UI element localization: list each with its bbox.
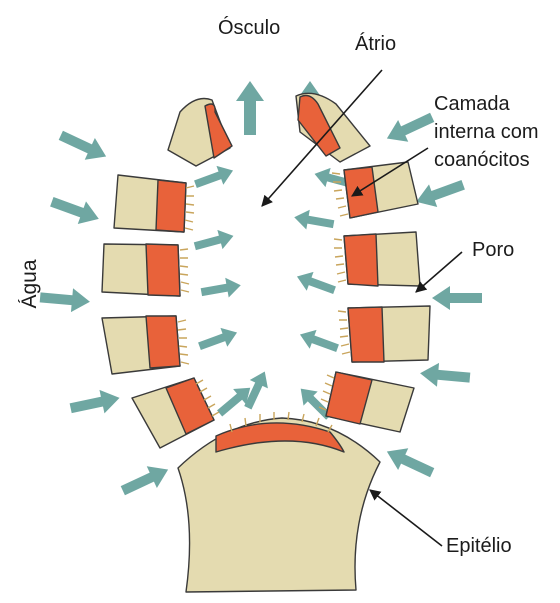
epitelio-leader [370,490,442,546]
body-wall-segment [168,99,232,167]
body-wall-segment [114,175,186,232]
water-arrow [192,226,236,256]
epitelio-label: Epitélio [446,535,512,557]
body-wall-segment [326,372,414,432]
poro-leader [416,252,462,292]
camada-label-line1: Camada [434,93,510,115]
water-arrow [68,386,122,420]
osculo-label: Ósculo [218,16,280,39]
body-wall-segment [102,244,180,296]
water-arrow [196,323,240,355]
body-wall-segment [344,232,420,286]
water-arrow [412,173,467,213]
water-arrow [297,325,341,357]
poro-label: Poro [472,239,514,261]
body-wall-segment [132,378,214,448]
water-arrow [48,190,103,230]
water-arrow [382,106,437,149]
body-wall-segment [348,306,430,362]
agua-label: Água [18,259,41,308]
water-arrow [382,441,437,484]
water-arrow [294,267,338,299]
body-wall-segment [296,93,370,162]
sponge-base [178,412,380,592]
camada-label-line3: coanócitos [434,149,530,171]
camada-label-line2: interna com [434,121,539,143]
body-wall-segment [102,316,180,374]
water-arrow [200,275,243,302]
water-arrow [293,207,336,234]
atrio-label: Átrio [355,32,396,55]
water-arrow [56,124,111,167]
water-arrow [419,361,471,389]
outflow-arrow-left [236,81,264,135]
water-arrow [39,285,91,313]
water-arrow [192,161,236,193]
body-wall-segment [344,162,418,218]
water-arrow [432,286,482,310]
water-arrow [118,459,173,502]
